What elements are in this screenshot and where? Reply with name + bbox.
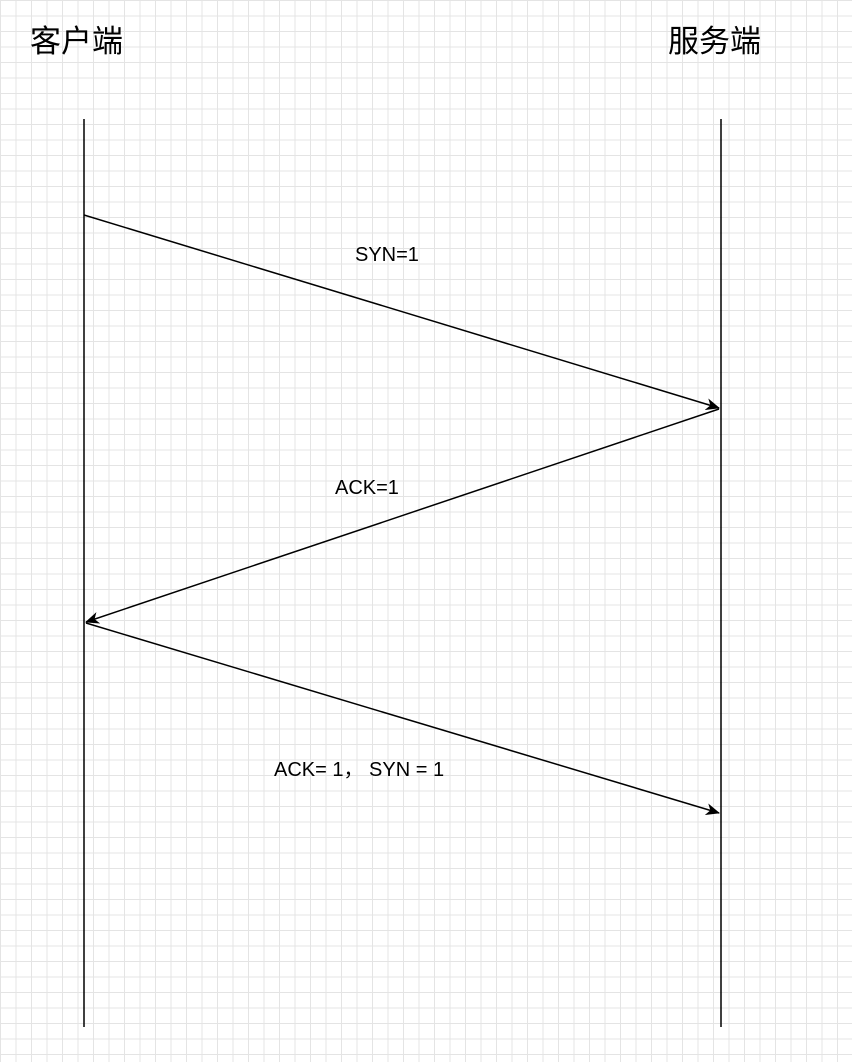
msg-syn-label: SYN=1 xyxy=(355,244,419,266)
msg-ack-label: ACK=1 xyxy=(335,477,399,499)
msg-syn-arrow xyxy=(83,214,720,410)
msg-ack-syn-arrow xyxy=(85,622,720,816)
msg-ack-arrow xyxy=(85,408,720,624)
client-actor-label: 客户端 xyxy=(30,24,123,60)
msg-ack-syn-label: ACK= 1， SYN = 1 xyxy=(274,759,445,781)
server-actor-label: 服务端 xyxy=(668,24,761,60)
